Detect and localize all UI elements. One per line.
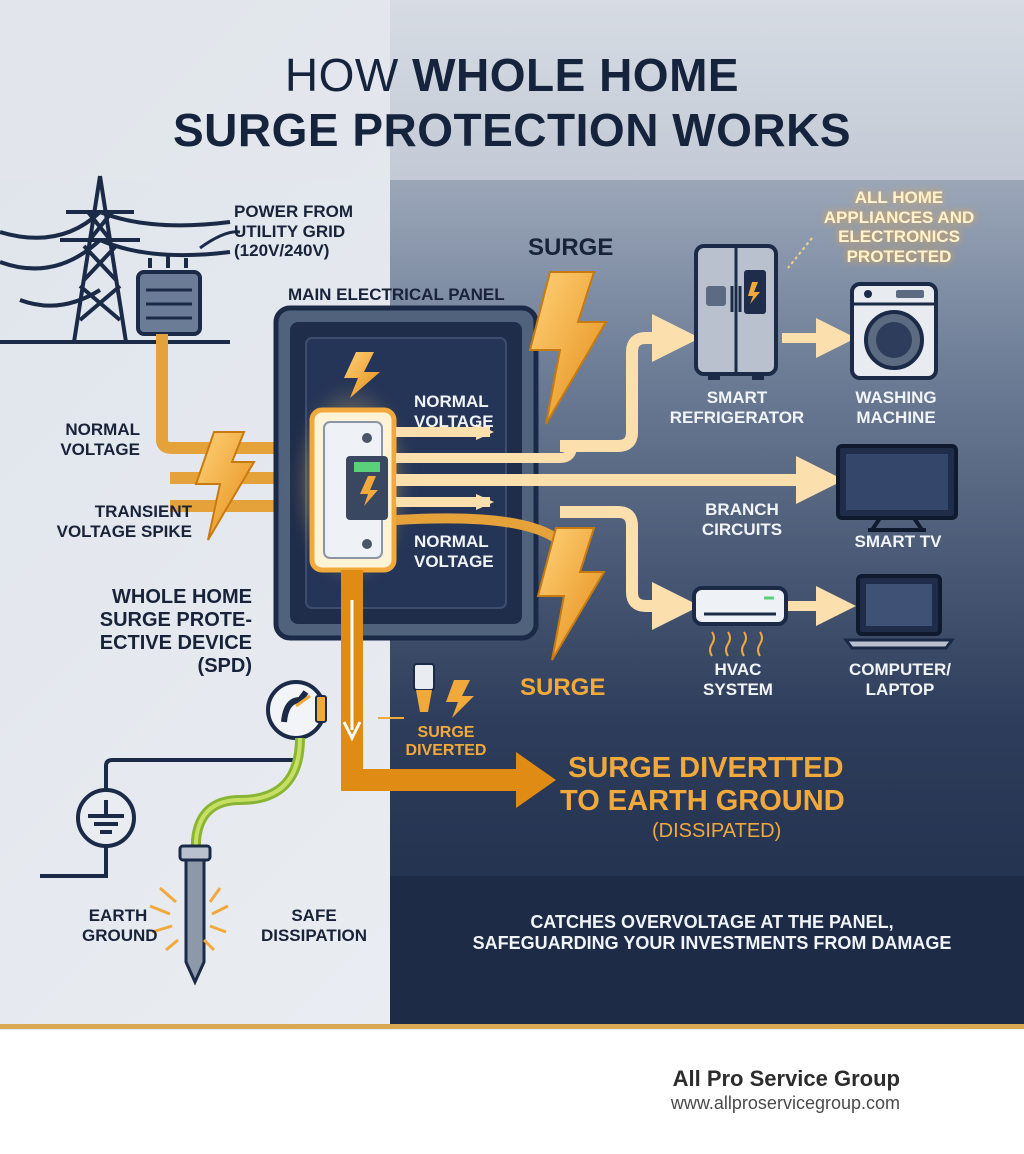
power-tower-icon	[0, 175, 231, 344]
gold-divider	[0, 1024, 1024, 1029]
spd-device-icon	[309, 407, 397, 573]
tagline-band	[390, 876, 1024, 1028]
label-main-panel: MAIN ELECTRICAL PANEL	[288, 285, 505, 304]
refrigerator-icon	[694, 244, 778, 380]
label-surge-top: SURGE	[528, 234, 614, 261]
title-line2: SURGE PROTECTION WORKS	[172, 104, 852, 157]
page-title: HOW WHOLE HOME SURGE PROTECTION WORKS	[0, 48, 1024, 158]
title-bold: WHOLE HOME	[412, 49, 740, 101]
tv-icon	[836, 444, 958, 532]
company-name: All Pro Service Group	[672, 1066, 900, 1091]
laptop-icon	[843, 574, 955, 650]
right-background	[390, 0, 1024, 1028]
label-computer-laptop: COMPUTER/LAPTOP	[849, 660, 951, 699]
lightning-bolt-icon	[194, 431, 256, 541]
lightning-bolt-icon	[536, 527, 606, 661]
transformer-icon	[136, 230, 241, 336]
label-dissipated: (DISSIPATED)	[652, 820, 782, 842]
ground-rod-icon	[149, 844, 229, 986]
title-prefix: HOW	[284, 49, 399, 101]
feed-wire	[156, 334, 300, 454]
company-url[interactable]: www.allproservicegroup.com	[670, 1093, 900, 1113]
lightning-bolt-icon	[528, 271, 608, 425]
diverter-icon	[378, 663, 474, 719]
label-surge-bottom: SURGE	[520, 674, 606, 701]
label-smart-tv: SMART TV	[854, 532, 942, 551]
washing-machine-icon	[850, 282, 938, 380]
panel-bolt-icon	[344, 352, 380, 398]
hvac-unit-icon	[692, 586, 788, 657]
footer	[0, 1036, 1024, 1154]
ground-system	[40, 680, 327, 878]
tagline: CATCHES OVERVOLTAGE AT THE PANEL,SAFEGUA…	[472, 912, 952, 953]
